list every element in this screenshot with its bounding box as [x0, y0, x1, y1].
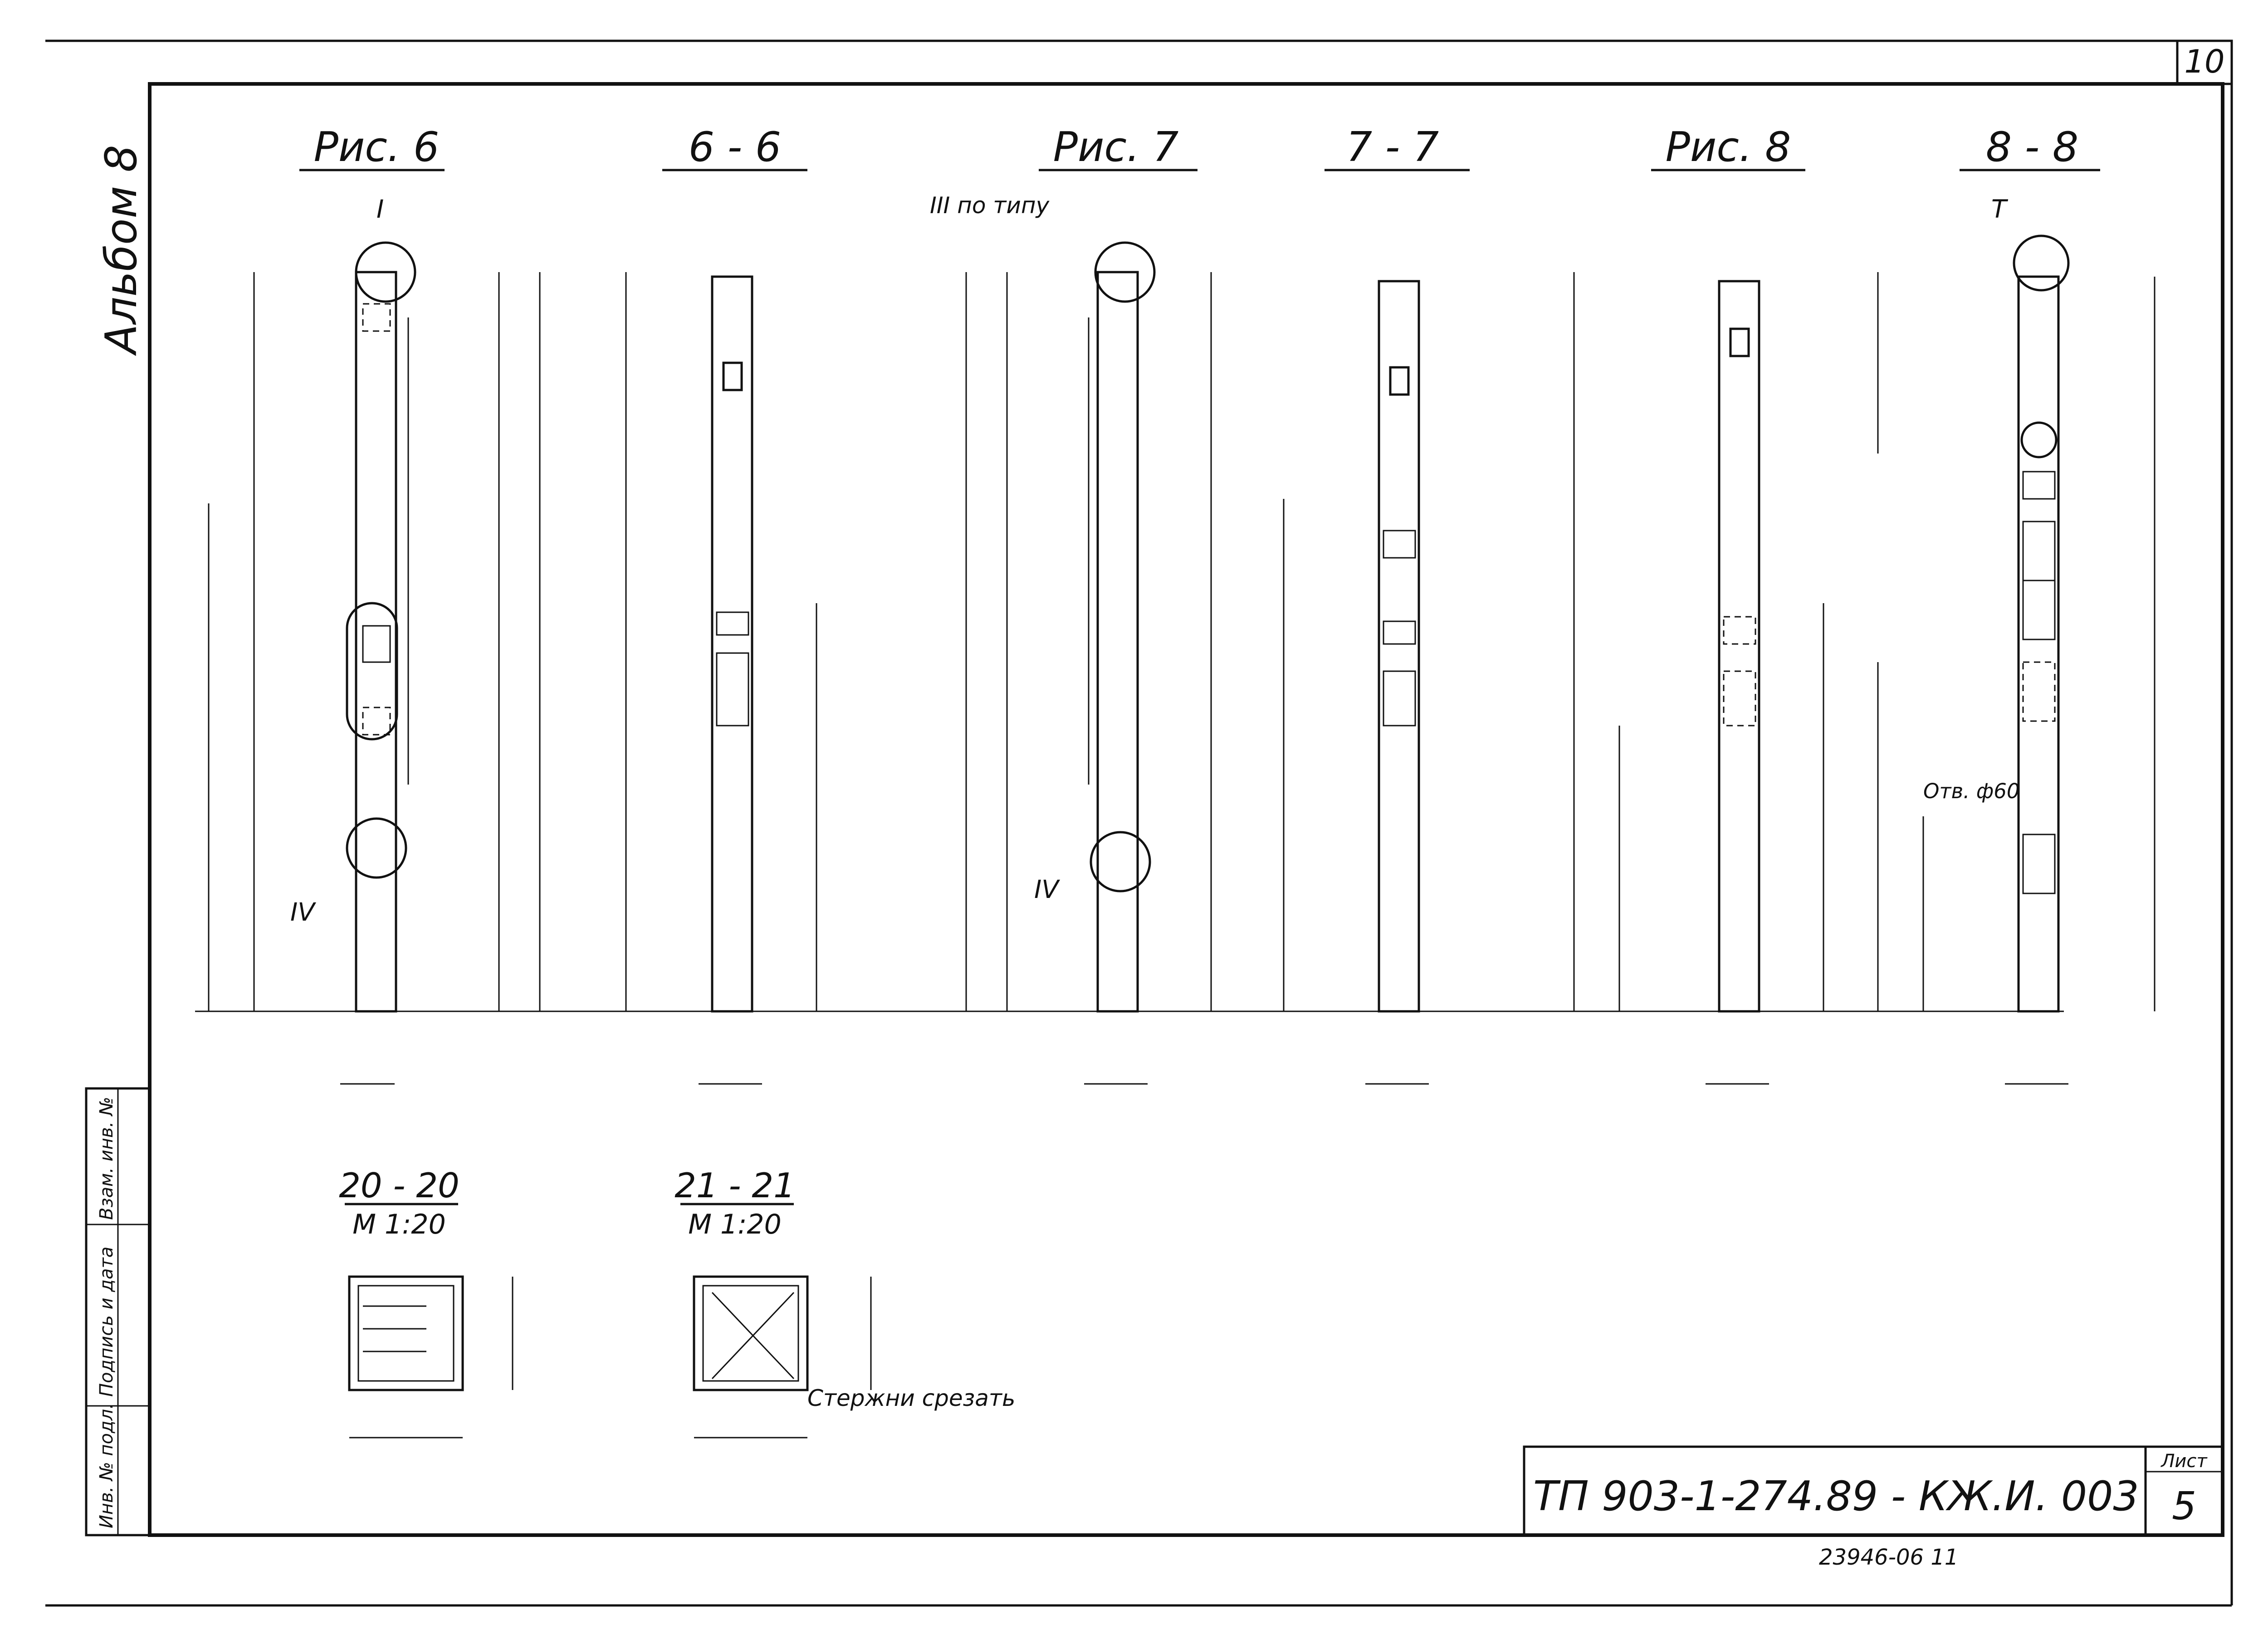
stamp-cell-3: Взам. инв. № [96, 1097, 117, 1220]
title-sec88: 8 - 8 [1986, 123, 2078, 171]
detail-III-label: III по типу [930, 192, 1050, 219]
scale-sec2121: М 1:20 [688, 1209, 782, 1240]
fig8-column [1718, 280, 1760, 1013]
title-fig7: Рис. 7 [1053, 123, 1179, 171]
side-stamp: Инв. № подл. Подпись и дата Взам. инв. № [85, 1087, 151, 1536]
sec2121-drawing [693, 1275, 872, 1439]
fig6-column [346, 241, 416, 1013]
frame [148, 82, 2224, 1537]
title-sec77: 7 - 7 [1346, 123, 1439, 171]
scale-sec2020: М 1:20 [352, 1209, 446, 1240]
sheet-number: 10 [2184, 43, 2224, 80]
dimension-lines [195, 272, 2156, 1085]
sheet-label: Лист [2160, 1451, 2208, 1472]
stamp-cell-2: Подпись и дата [96, 1247, 117, 1397]
drawing-code: ТП 903-1-274.89 - КЖ.И. 003 [1533, 1473, 2139, 1520]
sheet-number-box [2176, 39, 2233, 85]
album-label: Альбом 8 [97, 145, 147, 356]
detail-IV-circle [346, 817, 407, 879]
stamp-number: 23946-06 11 [1819, 1545, 1958, 1570]
sec77-column [1378, 280, 1420, 1013]
title-sec2020: 20 - 20 [339, 1166, 459, 1205]
stamp-cell-1: Инв. № подл. [96, 1403, 117, 1528]
sheet-value: 5 [2172, 1484, 2196, 1529]
detail-IV-label-fig6: IV [290, 897, 316, 927]
title-fig6: Рис. 6 [314, 123, 440, 171]
cut-bars-label: Стержни срезать [807, 1385, 1015, 1411]
title-block [1523, 1445, 2224, 1536]
hole-label: Отв. ф60 [1923, 779, 2020, 803]
figure-titles: Рис. 6 6 - 6 Рис. 7 7 - 7 Рис. 8 8 - 8 [299, 123, 2100, 171]
detail-T-label: Т [1991, 195, 2009, 224]
fig7-column [1088, 241, 1156, 1013]
sec2020-drawing [348, 1275, 513, 1439]
detail-I-circle [355, 241, 416, 303]
sec66-column [711, 275, 753, 1013]
detail-IV-label-fig7: IV [1034, 875, 1060, 904]
title-sec2121: 21 - 21 [675, 1166, 795, 1205]
title-sec66: 6 - 6 [689, 123, 781, 171]
sec88-column [2013, 234, 2070, 1013]
title-fig8: Рис. 8 [1666, 123, 1791, 171]
detail-I-label: I [376, 195, 384, 224]
